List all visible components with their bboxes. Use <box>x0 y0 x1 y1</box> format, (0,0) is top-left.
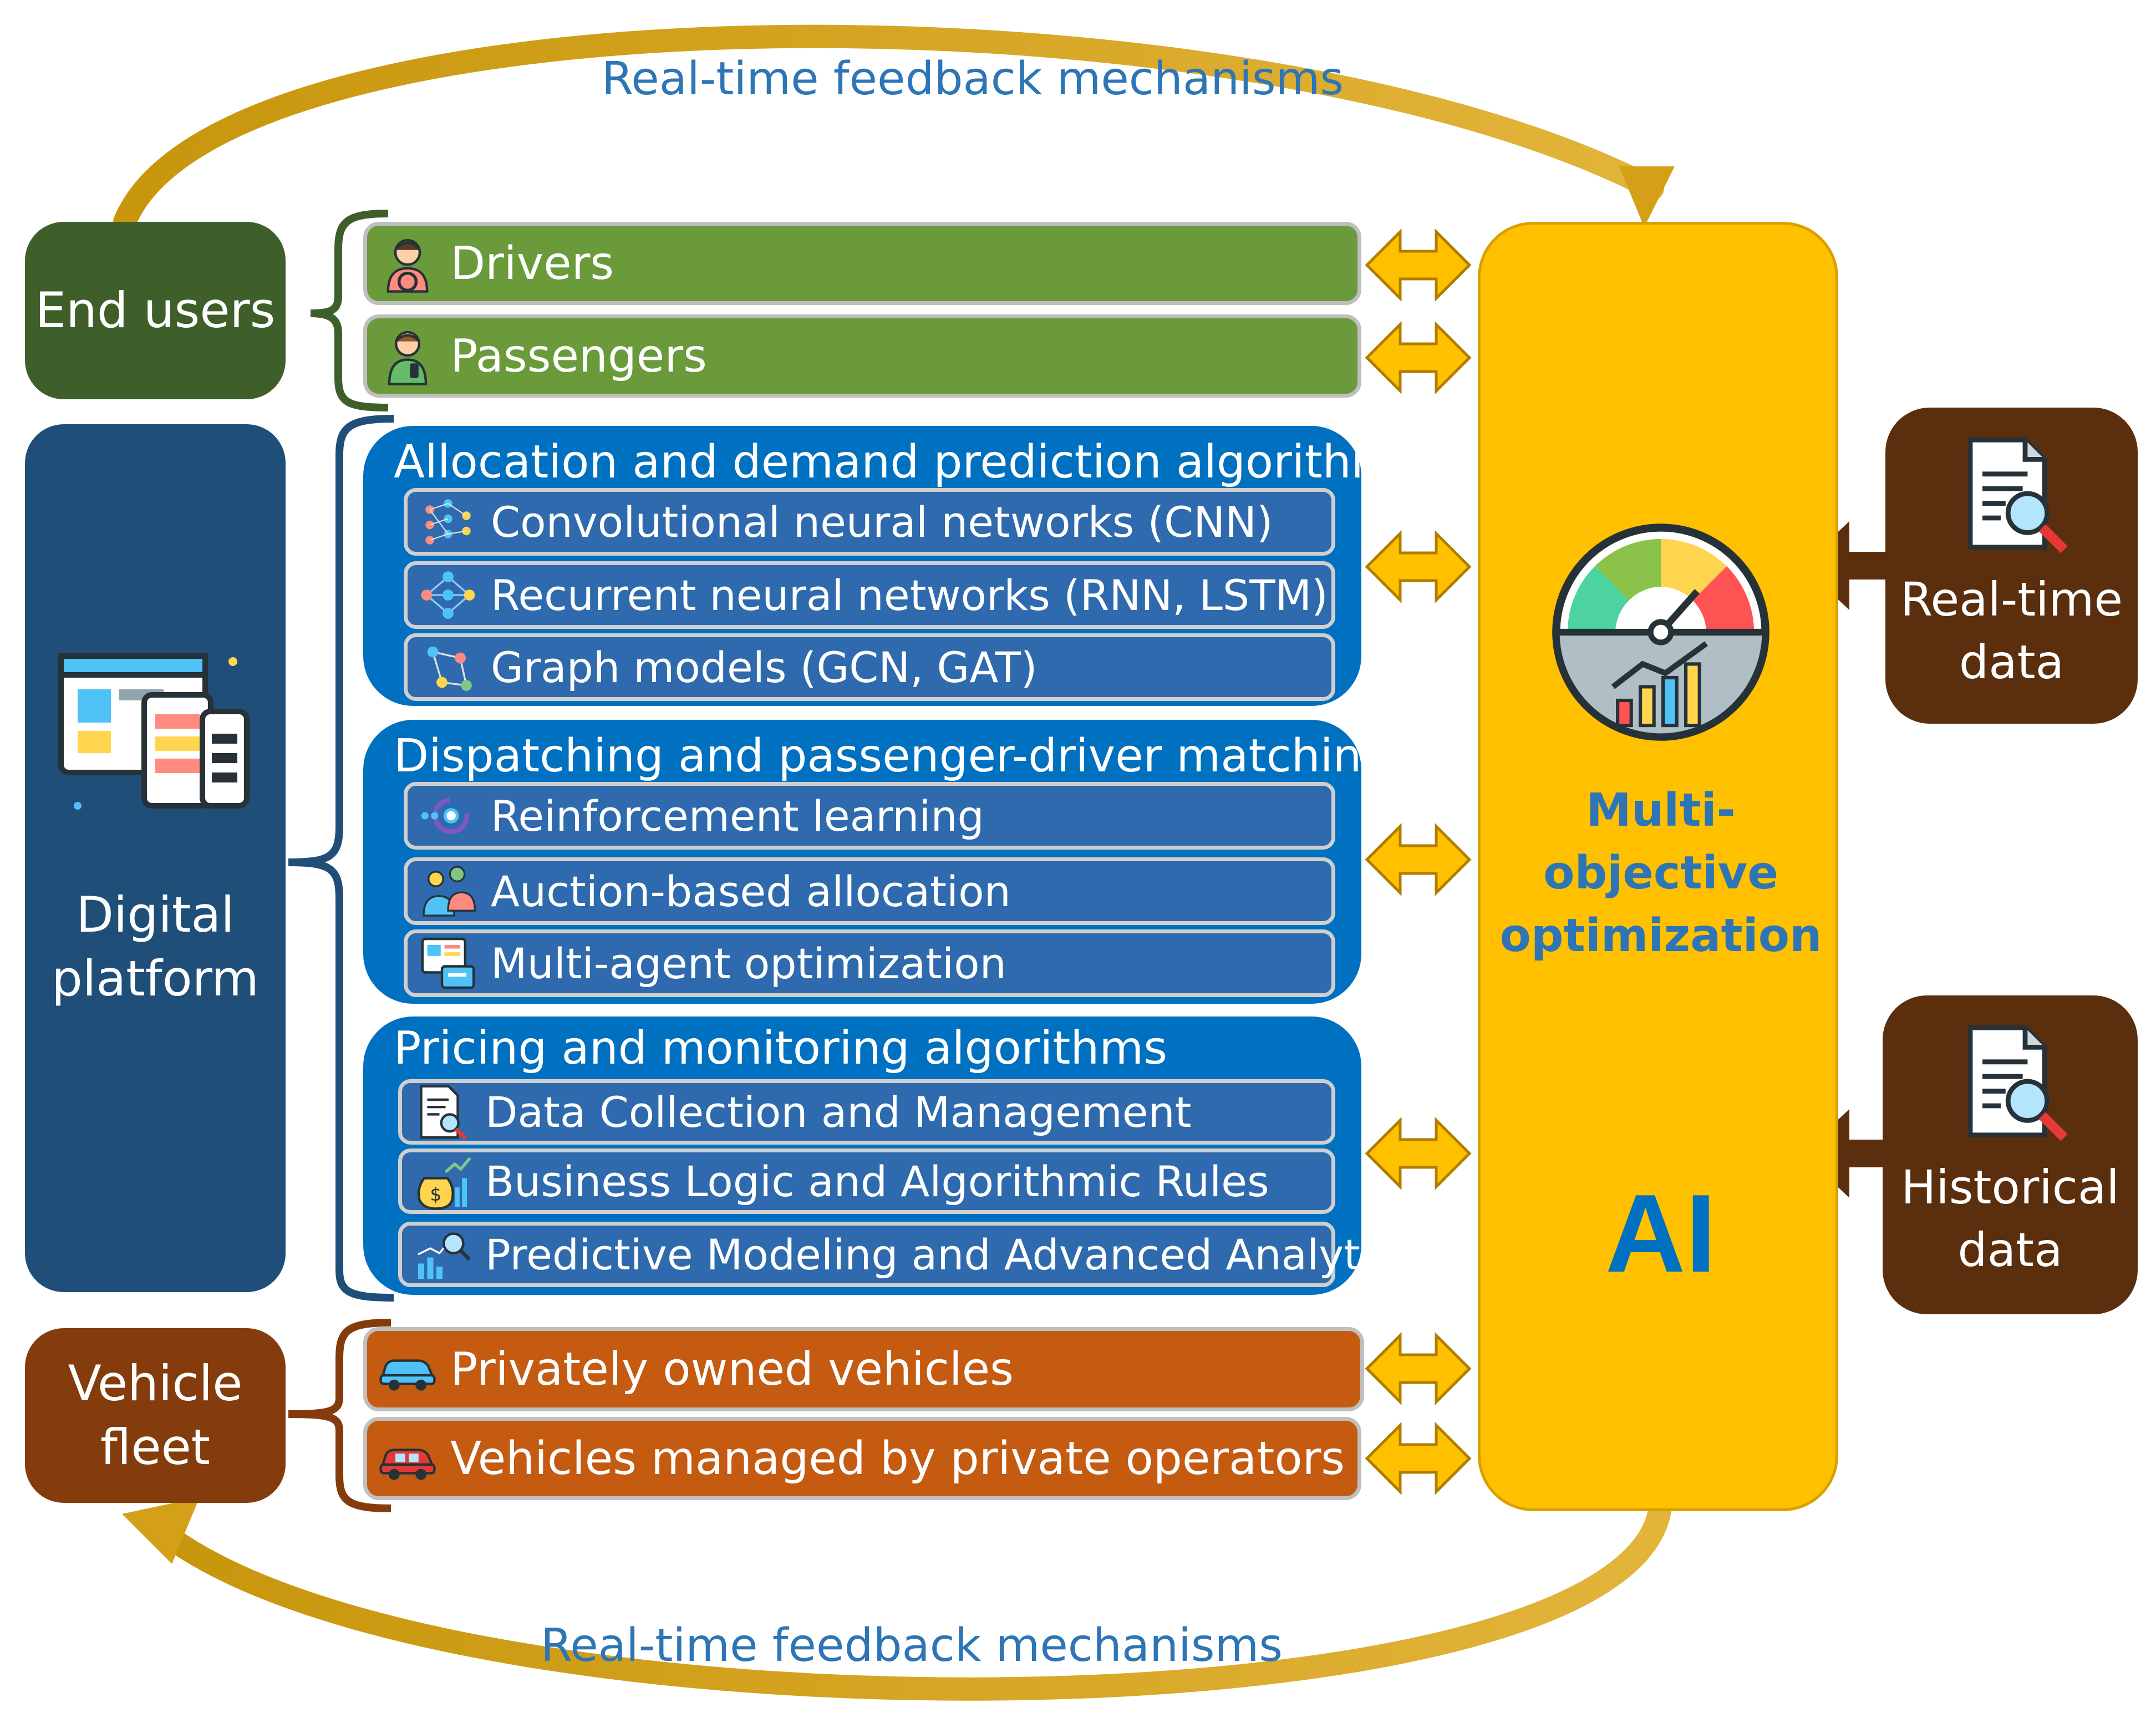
vehicle-fleet-label-line2: fleet <box>100 1418 211 1476</box>
allocation-group: Allocation and demand prediction algorit… <box>363 426 1419 706</box>
data-collection-label: Data Collection and Management <box>485 1087 1192 1137</box>
historical-data-box: Historical data <box>1883 995 2138 1314</box>
graph-models-item: Graph models (GCN, GAT) <box>404 633 1335 701</box>
business-logic-item: $ Business Logic and Algorithmic Rules <box>398 1148 1335 1214</box>
ai-label: AI <box>1605 1172 1716 1295</box>
dashboard-icon <box>418 933 479 994</box>
gauge-icon <box>1552 524 1769 741</box>
reinforcement-learning-label: Reinforcement learning <box>491 791 984 841</box>
private-vehicles-bar: Privately owned vehicles <box>363 1327 1364 1411</box>
realtime-data-label-line2: data <box>1959 635 2065 690</box>
multi-agent-item: Multi-agent optimization <box>404 929 1335 997</box>
money-chart-icon: $ <box>412 1151 473 1212</box>
arrow-historical-to-ai <box>1802 1109 1885 1198</box>
business-logic-label: Business Logic and Algorithmic Rules <box>485 1156 1269 1206</box>
cnn-item: Convolutional neural networks (CNN) <box>404 488 1335 556</box>
arrow-realtime-to-ai <box>1802 521 1885 610</box>
predictive-modeling-label: Predictive Modeling and Advanced Analyti… <box>485 1229 1417 1279</box>
double-arrow-passengers <box>1365 321 1472 395</box>
graph-models-label: Graph models (GCN, GAT) <box>491 642 1038 692</box>
double-arrow-allocation <box>1365 530 1472 604</box>
car-icon <box>377 1339 438 1400</box>
multi-agent-label: Multi-agent optimization <box>491 938 1006 988</box>
cnn-label: Convolutional neural networks (CNN) <box>491 497 1273 547</box>
top-feedback-arc <box>113 24 1664 233</box>
double-arrows <box>1365 228 1472 1496</box>
driver-icon <box>377 233 438 294</box>
historical-data-label-line2: data <box>1957 1223 2063 1278</box>
rnn-item: Recurrent neural networks (RNN, LSTM) <box>404 561 1335 629</box>
passengers-bar: Passengers <box>363 314 1361 398</box>
data-collection-item: Data Collection and Management <box>398 1079 1335 1145</box>
network-icon <box>418 565 479 626</box>
realtime-data-box: Real-time data <box>1885 408 2138 724</box>
historical-data-label: Historical data <box>1883 1156 2138 1282</box>
private-vehicles-label: Privately owned vehicles <box>450 1343 1014 1396</box>
auction-icon <box>418 861 479 922</box>
brace-end-users <box>310 210 389 411</box>
ai-heading: Multi- objective optimization <box>1481 779 1841 967</box>
top-feedback-label: Real-time feedback mechanisms <box>602 53 1344 105</box>
drivers-label: Drivers <box>450 237 614 290</box>
analytics-icon <box>412 1224 473 1285</box>
double-arrow-drivers <box>1365 228 1472 302</box>
vehicle-fleet-box: Vehicle fleet <box>25 1328 286 1503</box>
rnn-label: Recurrent neural networks (RNN, LSTM) <box>491 570 1328 620</box>
end-users-label: End users <box>35 281 276 339</box>
digital-platform-box: Digital platform <box>25 424 286 1292</box>
graph-icon <box>418 637 479 698</box>
bottom-feedback-arrowhead <box>122 1497 200 1564</box>
ai-heading-line2: objective <box>1543 847 1778 900</box>
allocation-group-title: Allocation and demand prediction algorit… <box>394 436 1420 489</box>
double-arrow-private-vehicles <box>1365 1331 1472 1406</box>
svg-text:$: $ <box>430 1183 441 1205</box>
drivers-bar: Drivers <box>363 222 1361 305</box>
brace-digital-platform <box>288 415 394 1302</box>
double-arrow-operator-vehicles <box>1365 1421 1472 1496</box>
brace-vehicle-fleet <box>288 1319 391 1512</box>
top-feedback-arrowhead <box>1619 166 1675 227</box>
predictive-modeling-item: Predictive Modeling and Advanced Analyti… <box>398 1222 1417 1287</box>
realtime-data-label: Real-time data <box>1885 568 2138 694</box>
pricing-group-title: Pricing and monitoring algorithms <box>394 1022 1167 1075</box>
historical-data-label-line1: Historical <box>1901 1160 2119 1214</box>
pricing-group: Pricing and monitoring algorithms Data C… <box>363 1017 1417 1295</box>
operator-vehicles-label: Vehicles managed by private operators <box>450 1432 1345 1485</box>
reinforcement-icon <box>418 785 479 846</box>
document-search-icon <box>412 1081 473 1142</box>
double-arrow-pricing <box>1365 1116 1472 1191</box>
ai-heading-line3: optimization <box>1499 909 1822 963</box>
document-search-icon <box>1967 437 2068 553</box>
digital-platform-label-line1: Digital <box>76 886 235 944</box>
end-users-box: End users <box>25 222 286 399</box>
vehicle-fleet-label-line1: Vehicle <box>68 1355 243 1412</box>
reinforcement-learning-item: Reinforcement learning <box>404 782 1335 850</box>
realtime-data-label-line1: Real-time <box>1900 572 2123 627</box>
neural-net-icon <box>418 491 479 552</box>
document-search-icon <box>1967 1025 2068 1141</box>
dispatching-group-title: Dispatching and passenger-driver matchin… <box>394 730 1391 782</box>
bottom-feedback-arc <box>149 1486 1673 1701</box>
passenger-icon <box>377 326 438 387</box>
digital-platform-label-line2: platform <box>52 949 259 1007</box>
ai-heading-line1: Multi- <box>1586 784 1736 837</box>
digital-platform-icon <box>58 653 250 810</box>
bottom-feedback-label: Real-time feedback mechanisms <box>541 1619 1283 1672</box>
operator-vehicles-bar: Vehicles managed by private operators <box>363 1417 1361 1500</box>
dispatching-group: Dispatching and passenger-driver matchin… <box>363 720 1391 1004</box>
ai-panel: Multi- objective optimization AI <box>1478 222 1838 1511</box>
red-car-icon <box>377 1428 438 1489</box>
auction-item: Auction-based allocation <box>404 857 1335 925</box>
auction-label: Auction-based allocation <box>491 866 1011 916</box>
passengers-label: Passengers <box>450 329 707 383</box>
double-arrow-dispatching <box>1365 822 1472 897</box>
